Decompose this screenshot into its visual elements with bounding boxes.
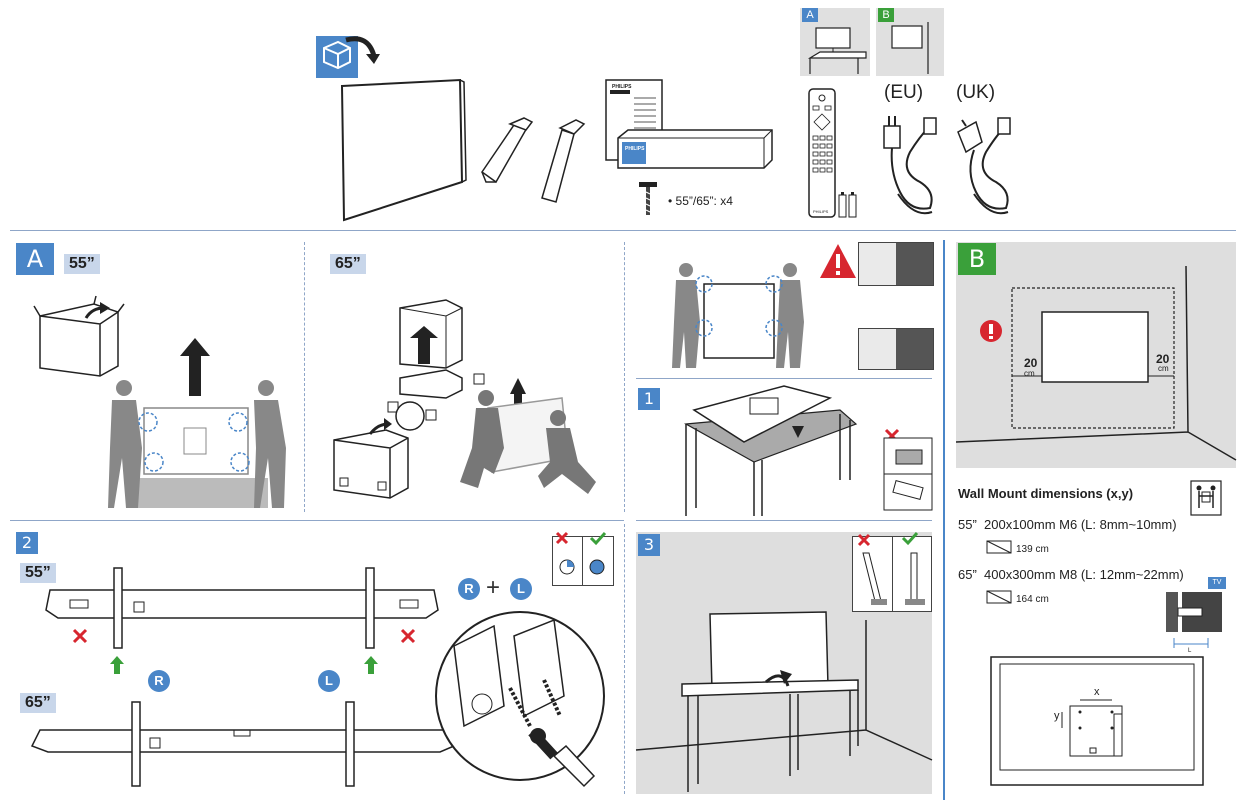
stand-r-label: R <box>148 670 170 692</box>
tv-back-65-with-stands <box>30 701 456 787</box>
option-b-thumbnail: B <box>876 8 944 76</box>
insert-arrow-right <box>364 656 378 674</box>
screw-head-full-icon <box>589 559 605 575</box>
wrong-tilt-x-icon <box>857 533 871 547</box>
wrong-x-icon <box>555 531 569 545</box>
lower-separator-right <box>636 520 932 521</box>
size-55-tag: 55” <box>64 254 100 274</box>
two-people-lifting-55 <box>108 380 286 508</box>
stand-alignment-check <box>852 531 932 612</box>
screw-length-diagram <box>1166 592 1222 648</box>
tv-facedown-on-table <box>684 385 858 516</box>
box-open-55-illustration <box>33 295 125 377</box>
section-a-divider-2 <box>624 242 625 512</box>
step3-badge: 3 <box>638 534 660 556</box>
section-a-badge: A <box>16 243 54 275</box>
hold-frame-correct <box>858 328 934 370</box>
booklet-brand: PHILIPS <box>612 84 632 90</box>
uk-plug-label: (UK) <box>956 82 996 103</box>
wrong-orientation-x-right <box>400 628 416 644</box>
spec-row-65-size: 65” <box>958 567 977 582</box>
correct-check-icon <box>589 531 607 546</box>
no-edge-placement-icon <box>883 428 933 511</box>
eu-power-cord <box>883 116 937 215</box>
tilted-tv-icon <box>862 552 887 605</box>
step1-separator <box>636 378 932 379</box>
carry-posture-illustration <box>672 263 804 368</box>
wrong-orientation-x-left <box>72 628 88 644</box>
box-brand: PHILIPS <box>625 146 645 152</box>
step2-size-65: 65” <box>20 693 56 713</box>
r-label-top: R <box>458 578 480 600</box>
spec-row-55-size: 55” <box>958 517 977 532</box>
tv-back-55-with-stands <box>45 567 439 649</box>
screw-head-partial-icon <box>559 559 575 575</box>
left-gap-value: 20 <box>1024 356 1038 370</box>
box-open-65-illustration <box>333 418 409 499</box>
tv-tag: TV <box>1208 577 1226 589</box>
section-b-divider <box>943 240 945 800</box>
top-separator <box>10 230 1236 231</box>
spec-row-65-text: 400x300mm M8 (L: 12mm~22mm) <box>984 567 1184 582</box>
section-a-divider <box>304 242 305 512</box>
wall-mount-title: Wall Mount dimensions (x,y) <box>958 486 1134 501</box>
tv-panel-illustration <box>340 78 467 222</box>
warning-triangle-icon <box>820 244 856 278</box>
unbox-icon <box>316 36 380 78</box>
insert-arrow-left <box>110 656 124 674</box>
screw-length-label: L <box>1188 648 1192 654</box>
batteries-icon <box>838 192 857 218</box>
tv-on-wall-icon <box>891 22 929 74</box>
option-b-badge: B <box>878 8 894 22</box>
wall-room-outline <box>955 265 1237 461</box>
diagonal-55-value: 139 cm <box>1016 544 1049 555</box>
section-b-badge: B <box>958 243 996 275</box>
uk-power-cord <box>957 117 1011 215</box>
plus-sign: + <box>486 574 501 601</box>
correct-upright-check-icon <box>901 531 919 546</box>
lift-up-arrow <box>180 338 210 396</box>
screw-quantity-note: • 55”/65”: x4 <box>668 194 733 208</box>
caution-exclamation-icon <box>980 320 1002 342</box>
stand-l-label: L <box>318 670 340 692</box>
upright-tv-icon <box>905 552 925 605</box>
tv-on-table-icon <box>807 27 867 74</box>
diagonal-65-icon <box>986 590 1012 604</box>
screwdriver-detail-circle <box>435 611 605 788</box>
tv-upright-on-table-room <box>635 611 933 792</box>
screw-icon <box>639 182 657 215</box>
eu-plug-label: (EU) <box>884 82 924 103</box>
screw-check-panel <box>552 531 614 586</box>
option-a-badge: A <box>802 8 818 22</box>
two-person-mount-icon <box>1190 480 1222 516</box>
step2-step3-divider <box>624 524 625 794</box>
vesa-x-label: x <box>1094 686 1100 698</box>
stand-feet-illustration <box>480 117 586 203</box>
remote-brand: PHILIPS <box>813 209 829 214</box>
step2-badge: 2 <box>16 532 38 554</box>
l-label-top: L <box>510 578 532 600</box>
left-gap-unit: cm <box>1024 369 1035 378</box>
step1-badge: 1 <box>638 388 660 410</box>
spec-row-55-text: 200x100mm M6 (L: 8mm~10mm) <box>984 517 1177 532</box>
diagonal-55-icon <box>986 540 1012 554</box>
right-gap-unit: cm <box>1158 364 1169 373</box>
option-a-thumbnail: A <box>800 8 870 76</box>
right-gap-value: 20 <box>1156 352 1170 366</box>
size-65-tag: 65” <box>330 254 366 274</box>
diagonal-65-value: 164 cm <box>1016 594 1049 605</box>
lower-separator-left <box>10 520 624 521</box>
no-press-panel-warning <box>858 242 934 286</box>
remote-control <box>808 88 836 218</box>
two-people-kneeling-65 <box>460 378 596 494</box>
box-lift-65-illustration <box>387 299 485 431</box>
step2-size-55: 55” <box>20 563 56 583</box>
accessory-box <box>617 129 773 169</box>
tv-back-vesa-diagram <box>990 656 1204 786</box>
vesa-y-label: y <box>1054 710 1060 722</box>
